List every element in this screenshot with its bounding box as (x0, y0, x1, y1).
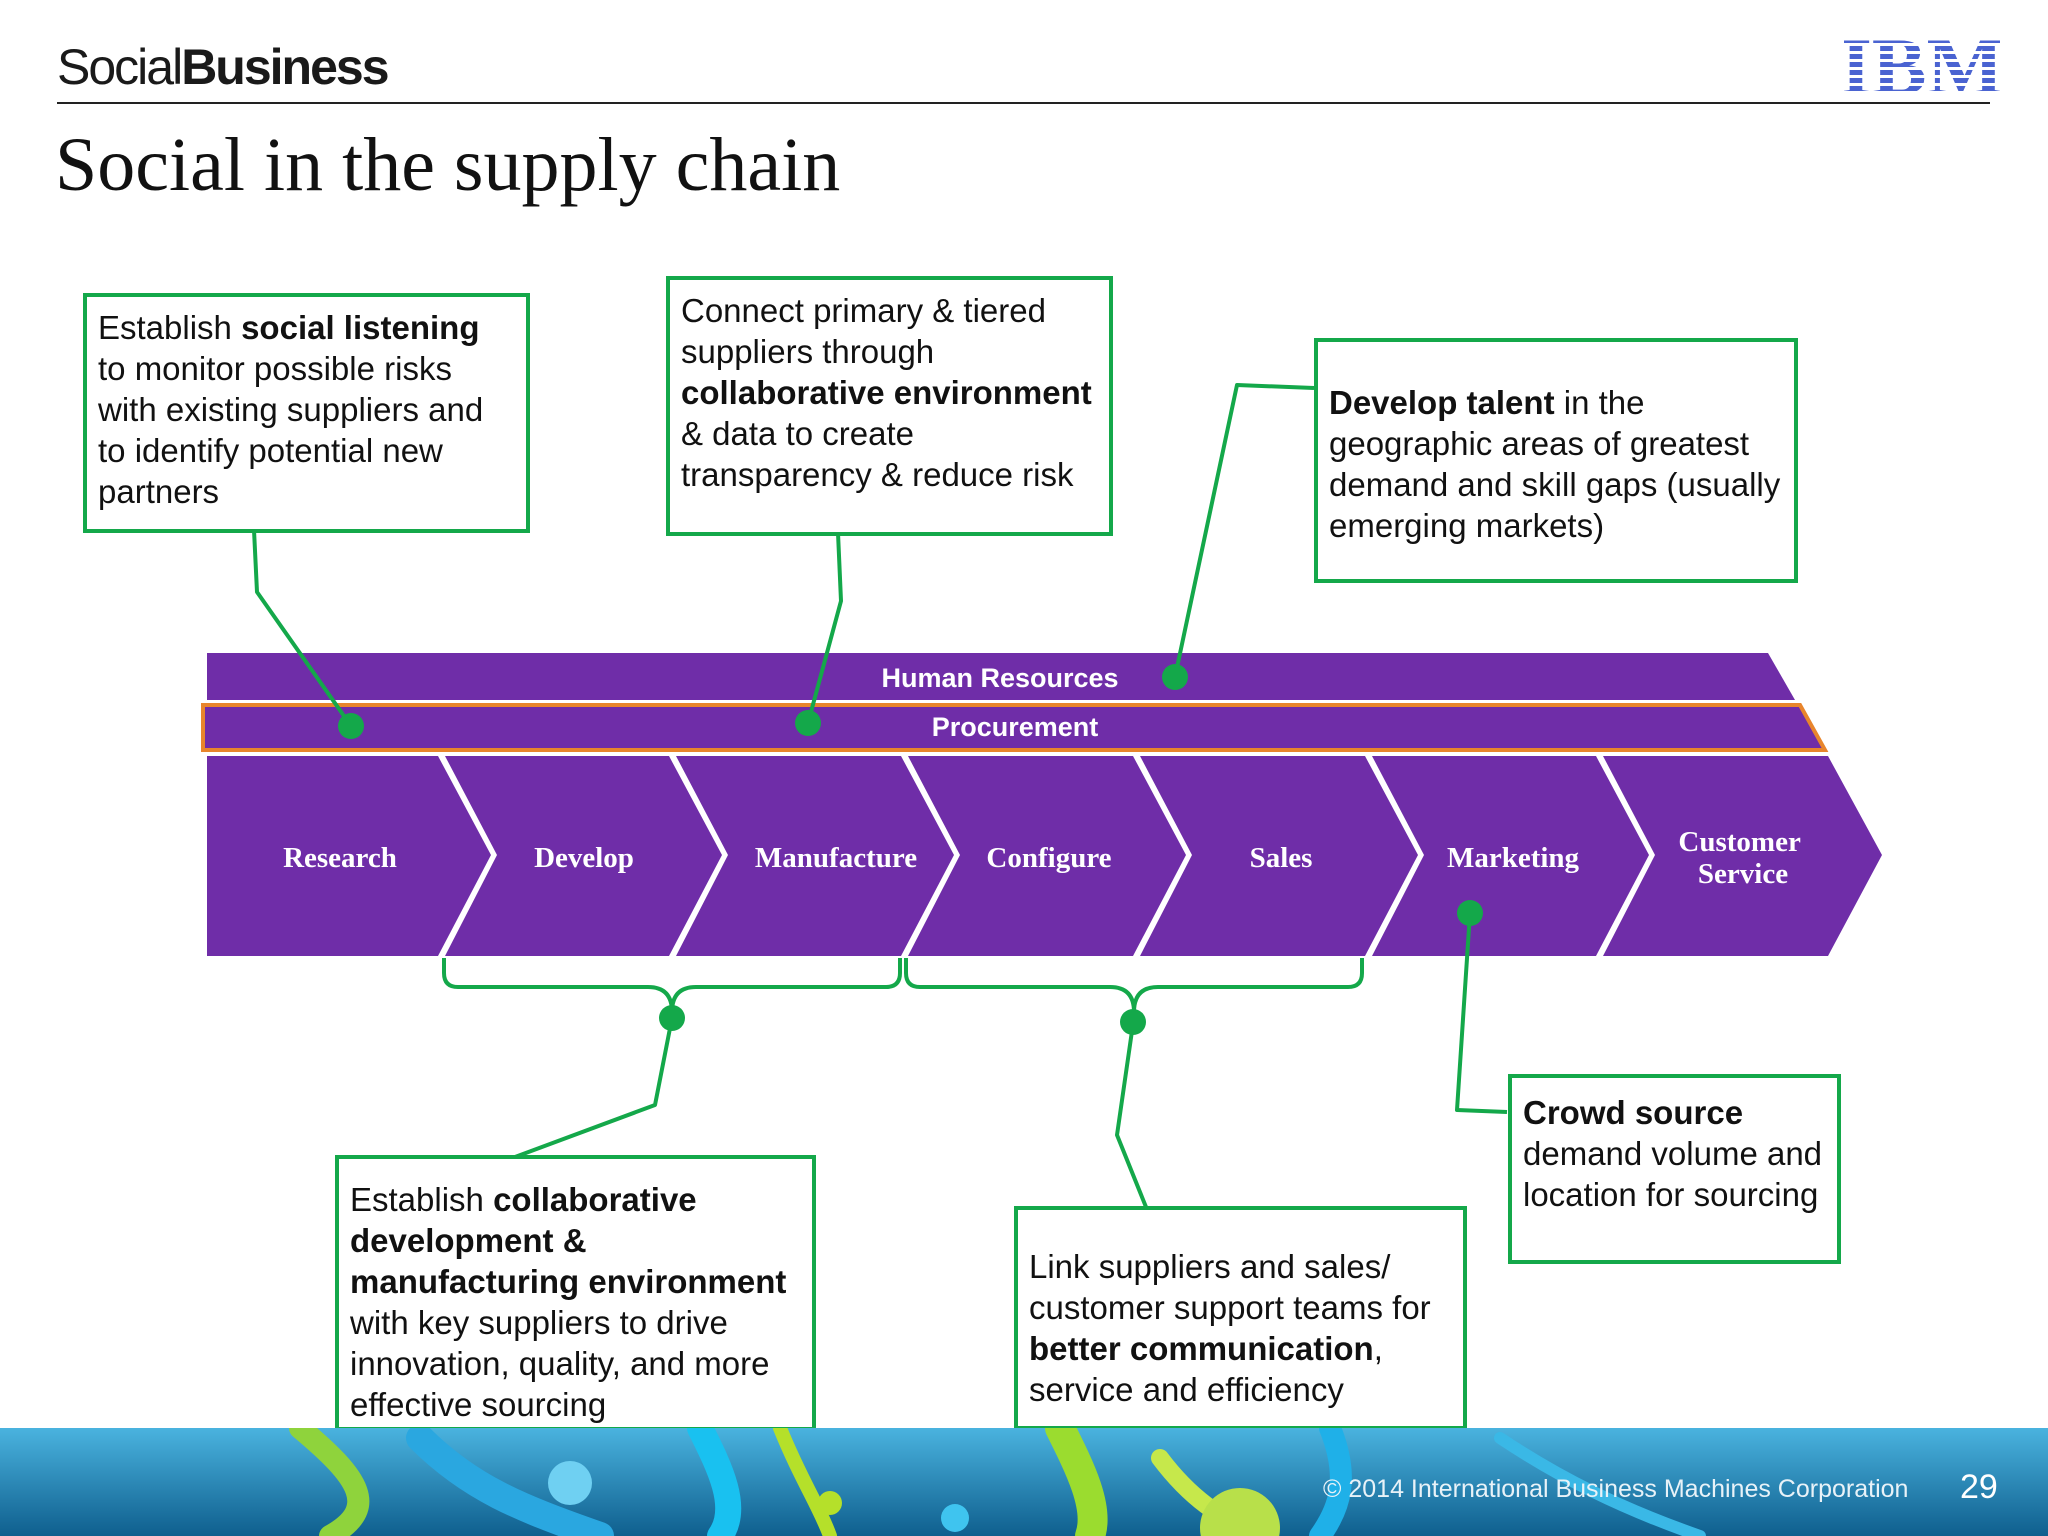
hr-band-label: Human Resources (881, 663, 1118, 693)
callout-text: , service and efficiency (1029, 1330, 1383, 1408)
callout-social-listening: Establish social listening to monitor po… (83, 293, 530, 533)
connector-link (1115, 1023, 1148, 1208)
stage-label-manufacture: Manufacture (755, 842, 917, 874)
callout-text: demand volume and location for sourcing (1523, 1135, 1823, 1213)
callout-emphasis: better communication (1029, 1330, 1374, 1367)
connector-talent (1173, 383, 1315, 678)
stage-research (207, 756, 491, 956)
dot-talent (1162, 664, 1188, 690)
procurement-band (201, 703, 1829, 752)
brand-light: Social (57, 39, 183, 95)
callout-text: in the geographic areas of greatest dema… (1329, 384, 1781, 544)
dot-crowd (1457, 900, 1483, 926)
footer-graphic (0, 1428, 2048, 1536)
dot-link (1120, 1009, 1146, 1035)
stage-label-sales: Sales (1250, 842, 1313, 874)
stage-configure (908, 756, 1186, 956)
callout-emphasis: collaborative development & manufacturin… (350, 1181, 787, 1300)
stage-develop (445, 756, 722, 956)
stage-label-configure: Configure (986, 842, 1111, 874)
stage-customer-service (1603, 756, 1882, 956)
bracket-configure-sales (904, 958, 1364, 1014)
callout-collaborative-development: Establish collaborative development & ma… (335, 1155, 816, 1431)
stage-sales (1140, 756, 1418, 956)
callout-text: with key suppliers to drive innovation, … (350, 1304, 770, 1423)
copyright-notice: © 2014 International Business Machines C… (1323, 1475, 1909, 1503)
callout-emphasis: Develop talent (1329, 384, 1555, 421)
connector-crowd (1455, 912, 1508, 1114)
brand-bold: Business (181, 39, 389, 95)
callout-text: & data to create transparency & reduce r… (681, 415, 1074, 493)
callout-text: Connect primary & tiered suppliers throu… (681, 292, 1046, 370)
stage-marketing (1372, 756, 1649, 956)
callout-emphasis: social listening (241, 309, 480, 346)
page-number: 29 (1960, 1468, 1998, 1506)
callout-text: Establish (350, 1181, 494, 1218)
stage-manufacture (676, 756, 954, 956)
stage-label-customer-service: Customer Service (1678, 826, 1807, 890)
footer-band (0, 1428, 2048, 1536)
ibm-logo-text: IBM (1844, 30, 2000, 100)
connector-collab (514, 1017, 674, 1159)
procurement-band-label: Procurement (932, 712, 1099, 742)
callout-crowd-source: Crowd source demand volume and location … (1508, 1074, 1841, 1264)
callout-collaborative-environment: Connect primary & tiered suppliers throu… (666, 276, 1113, 536)
connector-connect (806, 532, 843, 724)
stage-label-develop: Develop (534, 842, 634, 874)
callout-better-communication: Link suppliers and sales/ customer suppo… (1014, 1206, 1467, 1430)
ibm-logo: IBM (1840, 21, 2004, 112)
dot-connect (795, 710, 821, 736)
connector-listening (252, 529, 353, 728)
callout-emphasis: collaborative environment (681, 374, 1092, 411)
callout-text: to monitor possible risks with existing … (98, 350, 484, 510)
brand-wordmark: SocialBusiness (57, 38, 390, 96)
bracket-develop-manufacture (442, 958, 902, 1014)
page-title: Social in the supply chain (55, 123, 841, 207)
dot-listening (338, 713, 364, 739)
stage-label-research: Research (283, 842, 397, 874)
callout-text: Establish (98, 309, 242, 346)
callout-emphasis: Crowd source (1523, 1094, 1744, 1131)
callout-text: Link suppliers and sales/ customer suppo… (1029, 1248, 1431, 1326)
dot-collab (659, 1005, 685, 1031)
callout-develop-talent: Develop talent in the geographic areas o… (1314, 338, 1798, 583)
stage-label-marketing: Marketing (1447, 842, 1580, 874)
header-rule (57, 102, 1990, 104)
hr-band (207, 653, 1795, 700)
